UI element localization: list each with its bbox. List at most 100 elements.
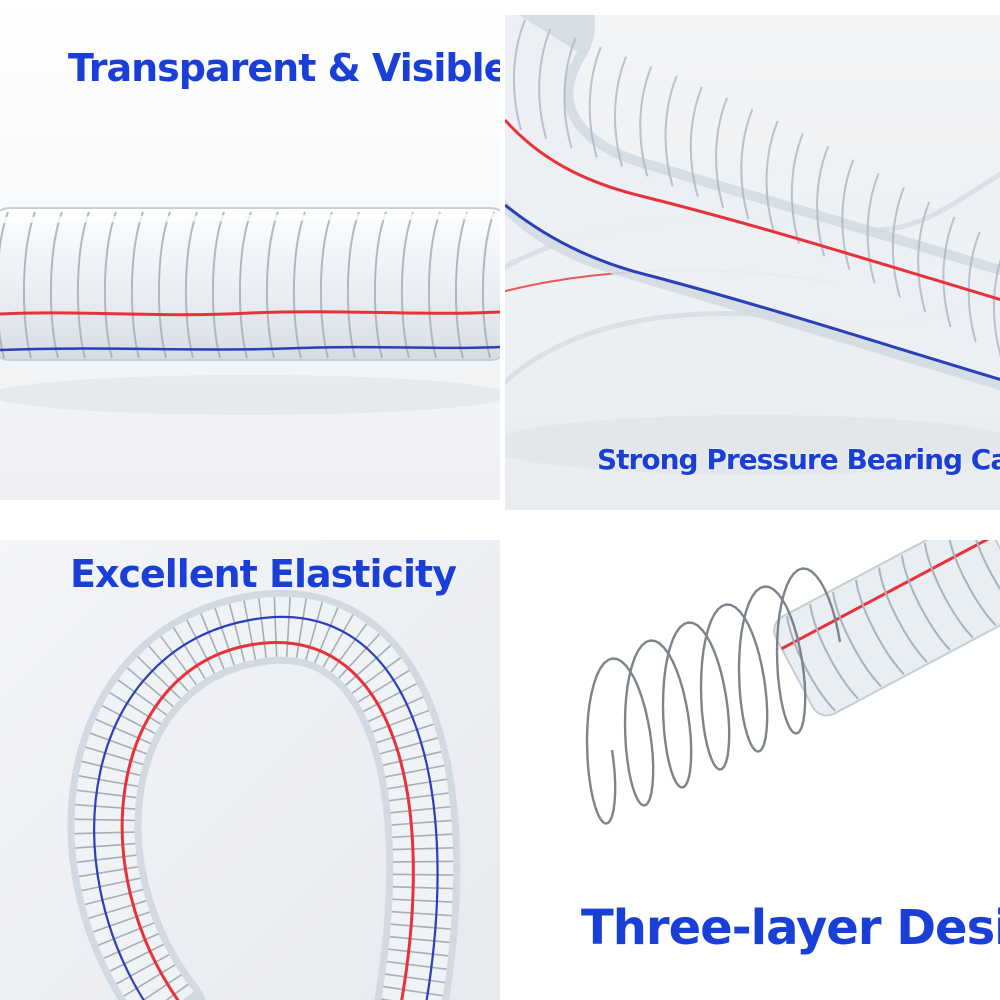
wire-coil (123, 964, 176, 997)
wire-coil (855, 579, 905, 675)
straight-hose-image (0, 207, 500, 415)
wire-coil (214, 607, 235, 666)
wire-coil (392, 898, 453, 903)
wire-coil (368, 696, 424, 723)
wire-coil (740, 108, 754, 220)
wire-coil (391, 910, 452, 917)
wire-coil (238, 211, 252, 359)
wire-coil (95, 718, 151, 745)
wire-coil (866, 173, 880, 284)
caption-three-layer-design: Three-layer Design (581, 900, 1000, 956)
wire-coil (0, 211, 9, 359)
caption-excellent-elasticity: Excellent Elasticity (70, 552, 457, 596)
wire-coil (392, 847, 453, 851)
wire-coil (330, 623, 368, 673)
wire-coil (379, 737, 438, 755)
wire-coil (427, 211, 441, 359)
wire-coil (373, 211, 387, 359)
wire-coil (387, 778, 447, 790)
wire-coil (385, 973, 445, 984)
wire-coil (512, 19, 526, 131)
wire-coil (292, 211, 306, 359)
wire-coil (809, 603, 859, 700)
wire-coil (92, 911, 151, 933)
wire-coil (383, 985, 443, 997)
wire-coil (689, 86, 703, 198)
wire-coil (392, 833, 453, 839)
wire-coil (613, 56, 627, 167)
wire-coil (386, 960, 447, 970)
wire-coil (85, 746, 144, 766)
wire-coil (103, 211, 117, 359)
wire-coil (351, 657, 402, 694)
wire-coil (273, 596, 278, 657)
wire-coil (382, 750, 442, 767)
wire-coil (74, 831, 135, 835)
wire-coil (81, 760, 141, 777)
wire-coil (390, 805, 451, 814)
steel-wire-spring-image (585, 540, 1000, 825)
wire-coil (923, 542, 974, 639)
wire-coil (116, 953, 170, 985)
wire-coil (101, 705, 156, 735)
wire-coil (117, 679, 168, 716)
wire-coil (305, 601, 324, 661)
wire-coil (109, 691, 162, 725)
wire-coil (157, 211, 171, 359)
caption-transparent-visible: Transparent & Visible (68, 46, 500, 90)
wire-coil (172, 627, 206, 680)
wire-coil (786, 616, 836, 712)
wire-coil (76, 854, 137, 864)
wire-coil (148, 645, 189, 692)
wire-coil (265, 211, 279, 359)
wire-coil (481, 211, 495, 359)
wire-coil (942, 216, 956, 328)
wire-coil (454, 211, 468, 359)
wire-coil (109, 943, 164, 972)
wire-coil (891, 187, 905, 298)
wire-coil (75, 842, 136, 849)
wire-coil (388, 948, 449, 957)
wire-coil (664, 76, 678, 187)
wire-coil (184, 211, 198, 359)
wire-coil (75, 803, 136, 810)
wire-coil (639, 65, 653, 177)
wire-coil (258, 598, 267, 658)
wire-coil (338, 633, 380, 679)
wire-coil (946, 540, 997, 627)
wire-coil (76, 211, 90, 359)
wire-coil (385, 764, 445, 778)
wire-coil (588, 46, 602, 158)
wire-coil (877, 567, 928, 663)
wire-coil (76, 789, 137, 799)
wire-coil (832, 591, 882, 688)
wire-coil (841, 159, 855, 270)
wire-coil (357, 669, 410, 703)
caption-pressure-bearing: Strong Pressure Bearing Capac (597, 443, 1000, 476)
wire-coil (715, 97, 729, 209)
wire-coil (363, 682, 418, 713)
wire-coil (319, 211, 333, 359)
wire-coil (142, 974, 182, 1000)
wire-coil (285, 596, 291, 657)
wire-coil (22, 211, 36, 359)
wire-coil (200, 613, 225, 670)
wire-coil (137, 655, 181, 700)
wire-coil (400, 211, 414, 359)
wire-coil (78, 775, 139, 788)
wire-coil (84, 888, 144, 906)
wire-coil (967, 231, 981, 343)
wire-coil (97, 922, 155, 946)
wire-coil (322, 614, 354, 668)
wire-coil (126, 667, 174, 708)
wire-coil (211, 211, 225, 359)
wire-coil (130, 211, 144, 359)
wire-coil (389, 792, 449, 802)
wire-coil (78, 865, 139, 878)
wire-coil (74, 818, 135, 822)
wire-coil (160, 635, 198, 686)
wire-coil (345, 644, 392, 686)
wire-coil (390, 923, 451, 930)
wire-coil (165, 983, 189, 1000)
wire-coil (391, 819, 452, 826)
